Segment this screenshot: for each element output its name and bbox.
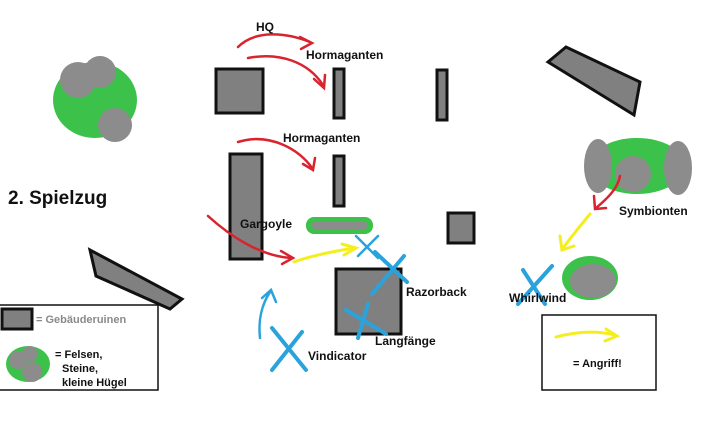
ruin-bar-mid [332,154,346,208]
label-whirlwind: Whirlwind [509,291,566,305]
ruin-square-top [214,67,265,115]
label-vindicator: Vindicator [308,349,367,363]
legend-ruin-swatch [0,307,34,331]
legend-rocks-line3: kleine Hügel [62,377,127,389]
legend-ruins-text: = Gebäuderuinen [36,314,126,326]
legend-attack-text: = Angriff! [573,358,622,370]
unit-markers [258,234,554,372]
label-hormaganten-2: Hormaganten [283,131,360,145]
label-hormaganten-1: Hormaganten [306,48,383,62]
legend-right: = Angriff! [541,314,657,391]
legend-attack-arrow [554,330,617,339]
hill-whirlwind [562,256,618,300]
hill-right [584,138,692,195]
label-gargoyle: Gargoyle [240,217,292,231]
title: 2. Spielzug [8,188,107,209]
ruin-slanted-top-right [545,45,642,118]
legend-left: = Gebäuderuinen = Felsen, Steine, kleine… [0,304,159,391]
hill-top-left [53,56,137,142]
ruin-bar-top-1 [332,67,346,120]
legend-rocks-line2: Steine, [62,363,98,375]
gargoyle-unit [306,217,373,234]
ruin-small-square [446,211,476,245]
label-langfaenge: Langfänge [375,334,436,348]
ruin-long-left [228,152,264,261]
label-hq: HQ [256,20,274,34]
legend-rock-swatch [6,346,50,382]
move-arrows [206,33,622,266]
attack-arrows [292,212,592,264]
label-symbionten: Symbionten [619,204,688,218]
ruin-slanted-left [87,247,185,311]
label-razorback: Razorback [406,285,467,299]
ruin-bar-top-2 [435,68,449,122]
legend-rocks-line1: = Felsen, [55,349,102,361]
